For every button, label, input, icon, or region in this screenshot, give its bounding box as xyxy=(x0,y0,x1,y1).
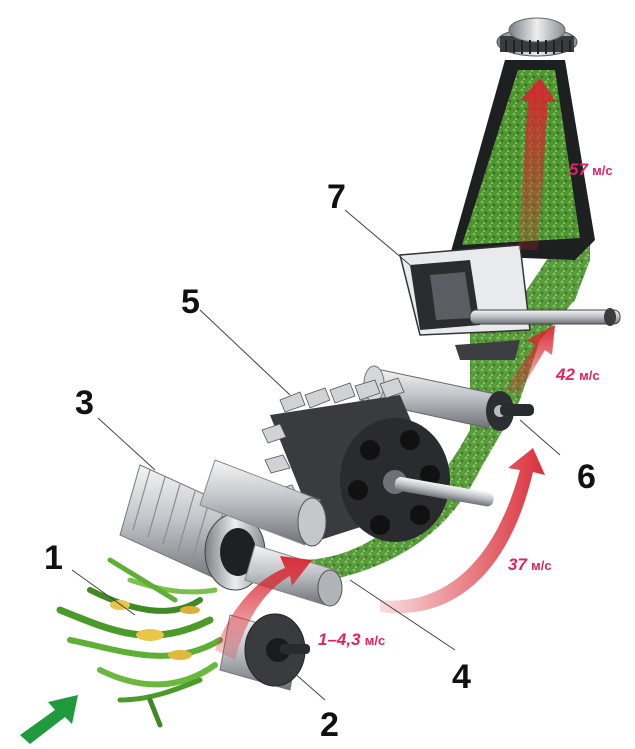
crop-input-arrow xyxy=(20,695,78,744)
flow-arrow-accelerator xyxy=(505,325,555,395)
speed-accelerator-unit: м/с xyxy=(579,368,600,383)
label-6: 6 xyxy=(577,458,596,496)
flow-arrow-feed xyxy=(215,556,312,660)
label-7: 7 xyxy=(327,178,346,216)
speed-cutter: 37 м/с xyxy=(508,555,552,575)
speed-spout-value: 57 xyxy=(569,160,588,179)
flow-arrow-cutter xyxy=(380,448,545,614)
label-1: 1 xyxy=(44,539,63,577)
cutter-knives xyxy=(261,377,405,504)
lower-feed-roller xyxy=(219,613,310,691)
blower-assembly xyxy=(399,244,621,360)
speed-accelerator-value: 42 xyxy=(556,365,575,384)
speed-feed: 1–4,3 м/с xyxy=(318,630,385,650)
speed-accelerator: 42 м/с xyxy=(556,365,600,385)
speed-cutter-unit: м/с xyxy=(531,558,552,573)
second-upper-roller xyxy=(199,459,327,547)
speed-cutter-value: 37 xyxy=(508,555,527,574)
label-5: 5 xyxy=(181,283,200,321)
leader-lines xyxy=(71,209,561,701)
label-4: 4 xyxy=(452,658,471,696)
speed-spout-unit: м/с xyxy=(592,163,613,178)
spout-cap-ribs xyxy=(505,40,571,54)
flow-arrow-spout xyxy=(518,78,556,250)
discharge-spout xyxy=(450,17,595,260)
label-2: 2 xyxy=(320,706,339,744)
speed-feed-value: 1–4,3 xyxy=(318,630,361,649)
crop-plants xyxy=(56,557,223,728)
speed-spout: 57 м/с xyxy=(569,160,613,180)
label-3: 3 xyxy=(75,384,94,422)
speed-feed-unit: м/с xyxy=(364,633,386,648)
cutter-drum-face xyxy=(340,418,450,542)
